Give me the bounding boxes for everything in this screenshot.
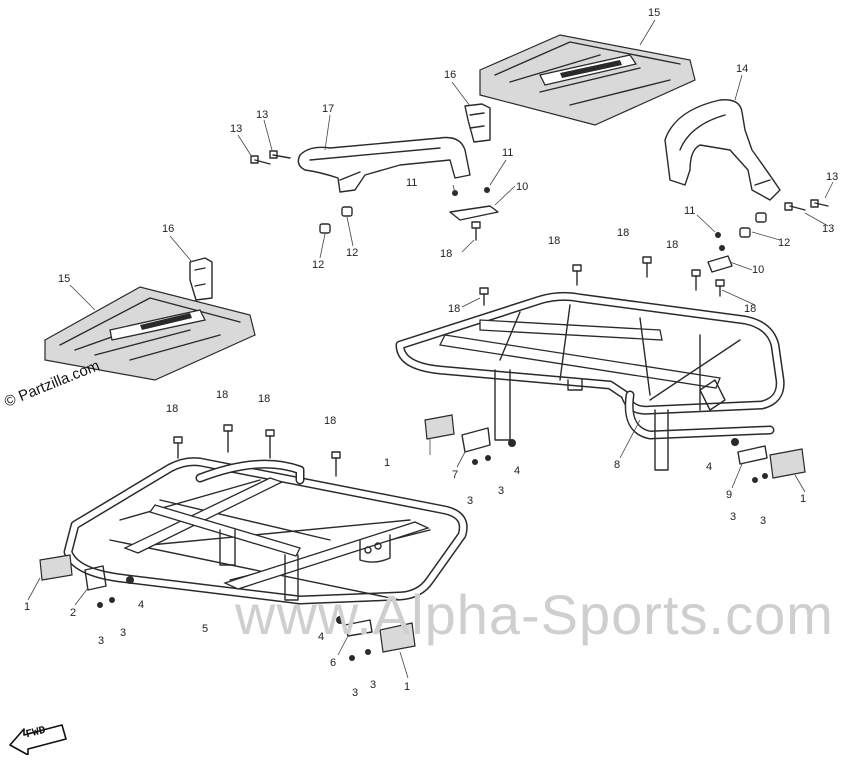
callout-13: 13 — [822, 223, 834, 235]
callout-3: 3 — [98, 635, 104, 647]
callout-16: 16 — [444, 69, 456, 81]
callout-4: 4 — [514, 465, 520, 477]
callout-18: 18 — [324, 415, 336, 427]
callout-6: 6 — [330, 657, 336, 669]
callout-17: 17 — [322, 103, 334, 115]
callout-1: 1 — [24, 601, 30, 613]
leader-lines — [27, 19, 834, 679]
callout-3: 3 — [498, 485, 504, 497]
callout-11: 11 — [406, 177, 417, 189]
plate-10-right — [707, 255, 733, 273]
callout-12: 12 — [312, 259, 324, 271]
callout-labels: 1 1 1 1 2 3 3 3 3 3 3 3 3 4 4 4 4 5 6 7 … — [24, 7, 838, 699]
callout-1: 1 — [800, 493, 806, 505]
plate-10-left — [449, 205, 499, 221]
callout-3: 3 — [467, 495, 473, 507]
callout-18: 18 — [666, 239, 678, 251]
bracket-left — [189, 257, 213, 301]
callout-18: 18 — [258, 393, 270, 405]
callout-1: 1 — [384, 457, 390, 469]
callout-13: 13 — [230, 123, 242, 135]
bracket-right — [464, 103, 491, 143]
callout-4: 4 — [318, 631, 324, 643]
callout-8: 8 — [614, 459, 620, 471]
front-rack — [63, 457, 468, 605]
callout-18: 18 — [617, 227, 629, 239]
callout-14: 14 — [736, 63, 748, 75]
cargo-pad-right — [479, 34, 696, 126]
grab-handle-left — [297, 136, 471, 193]
callout-18: 18 — [448, 303, 460, 315]
forward-arrow-icon — [9, 724, 67, 755]
callout-18: 18 — [744, 303, 756, 315]
callout-11: 11 — [502, 147, 513, 159]
callout-9: 9 — [726, 489, 732, 501]
rear-rack — [395, 291, 785, 471]
callout-16: 16 — [162, 223, 174, 235]
callout-18: 18 — [216, 389, 228, 401]
callout-5: 5 — [202, 623, 208, 635]
callout-15: 15 — [58, 273, 70, 285]
callout-3: 3 — [370, 679, 376, 691]
callout-12: 12 — [778, 237, 790, 249]
callout-3: 3 — [760, 515, 766, 527]
callout-13: 13 — [256, 109, 268, 121]
callout-11: 11 — [684, 205, 695, 217]
callout-3: 3 — [352, 687, 358, 699]
callout-18: 18 — [166, 403, 178, 415]
callout-18: 18 — [548, 235, 560, 247]
callout-3: 3 — [730, 511, 736, 523]
callout-1: 1 — [404, 681, 410, 693]
callout-12: 12 — [346, 247, 358, 259]
reflectors — [39, 414, 806, 653]
cargo-pad-left — [44, 286, 256, 381]
callout-2: 2 — [70, 607, 76, 619]
watermark-text: www.Alpha-Sports.com — [235, 583, 834, 646]
callout-3: 3 — [120, 627, 126, 639]
callout-4: 4 — [706, 461, 712, 473]
reflector-mounts — [84, 427, 768, 637]
callout-15: 15 — [648, 7, 660, 19]
fasteners — [97, 150, 829, 661]
grab-handle-right — [664, 99, 781, 201]
callout-4: 4 — [138, 599, 144, 611]
callout-7: 7 — [452, 469, 458, 481]
callout-13: 13 — [826, 171, 838, 183]
callout-10: 10 — [516, 181, 528, 193]
callout-10: 10 — [752, 264, 764, 276]
callout-18: 18 — [440, 248, 452, 260]
